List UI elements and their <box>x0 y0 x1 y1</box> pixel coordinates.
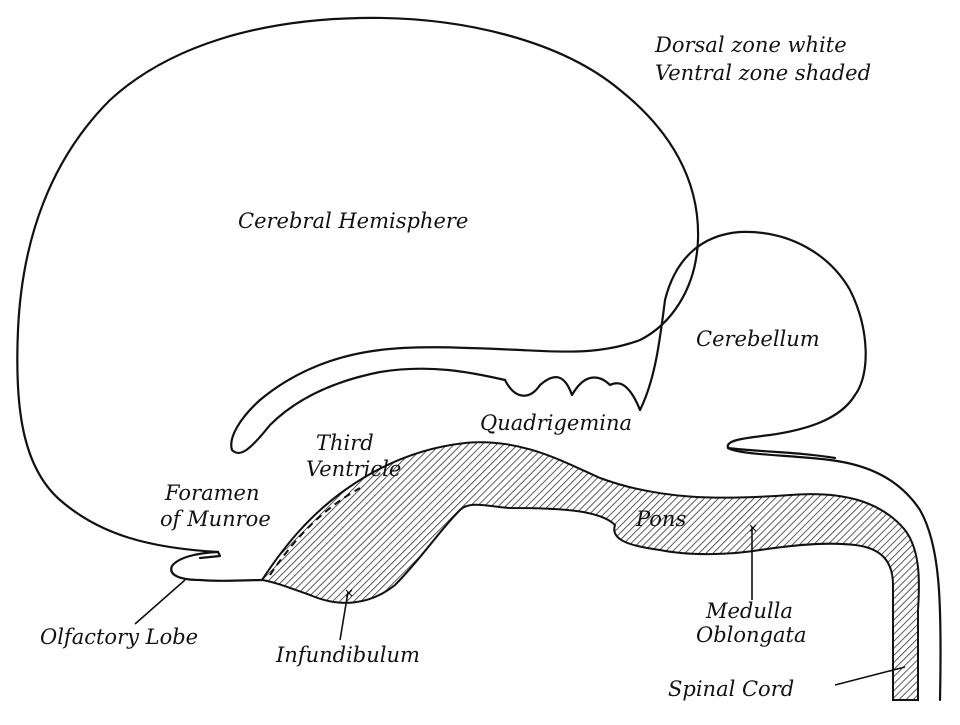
infundibulum-mark: × <box>344 586 354 600</box>
label-foramen-1: Foramen <box>164 481 260 505</box>
label-medulla-2: Oblongata <box>696 623 806 647</box>
label-spinal-cord: Spinal Cord <box>668 677 794 701</box>
quadrigemina-outline <box>503 376 642 412</box>
cerebellum-outline <box>638 230 942 702</box>
label-medulla-1: Medulla <box>705 599 793 623</box>
cerebral-hemisphere-outline <box>16 16 700 554</box>
medulla-mark: × <box>748 521 758 535</box>
label-third-ventricle-1: Third <box>316 431 374 455</box>
olfactory-tip <box>198 550 222 560</box>
label-third-ventricle-2: Ventricle <box>306 457 401 481</box>
label-pons: Pons <box>635 507 686 531</box>
label-quadrigemina: Quadrigemina <box>480 411 632 435</box>
legend-line-1: Dorsal zone white <box>654 33 847 57</box>
infundibulum-leader <box>339 591 349 641</box>
label-foramen-2: of Munroe <box>160 507 271 531</box>
ventral-zone-shaded <box>260 441 920 701</box>
olfactory-leader <box>134 579 186 625</box>
label-cerebral-hemisphere: Cerebral Hemisphere <box>238 209 468 233</box>
label-cerebellum: Cerebellum <box>696 327 820 351</box>
spinal-cord-leader <box>834 666 906 686</box>
olfactory-lobe-outline <box>170 550 264 582</box>
legend-line-2: Ventral zone shaded <box>655 61 871 85</box>
label-olfactory-lobe: Olfactory Lobe <box>40 625 198 649</box>
cerebellar-fold <box>726 446 837 460</box>
third-ventricle-boundary <box>269 487 361 576</box>
label-infundibulum: Infundibulum <box>275 643 420 667</box>
